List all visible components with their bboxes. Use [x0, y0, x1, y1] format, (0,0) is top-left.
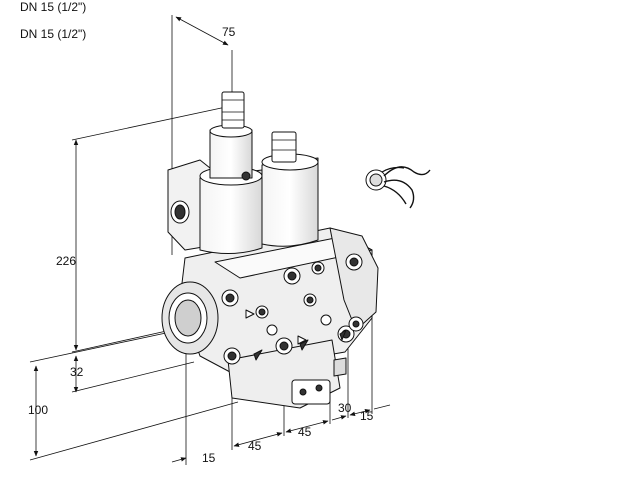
- dim-label-depth-outer: 15: [360, 409, 374, 423]
- valve-drawing: [161, 91, 431, 409]
- plug-connector: [365, 166, 431, 209]
- dim-label-pitch-right: 45: [298, 425, 312, 439]
- dim-label-height-total: 226: [56, 254, 76, 268]
- dim-label-front-offset: 15: [202, 451, 216, 465]
- dim-label-top-width: 75: [222, 25, 236, 39]
- dim-label-pitch-left: 45: [248, 439, 262, 453]
- header-label-2: DN 15 (1/2"): [20, 27, 87, 41]
- dim-label-base-offset: 32: [70, 365, 84, 379]
- dim-label-depth-inner: 30: [338, 401, 352, 415]
- header-label-1: DN 15 (1/2"): [20, 0, 87, 14]
- dim-label-base-height: 100: [28, 403, 48, 417]
